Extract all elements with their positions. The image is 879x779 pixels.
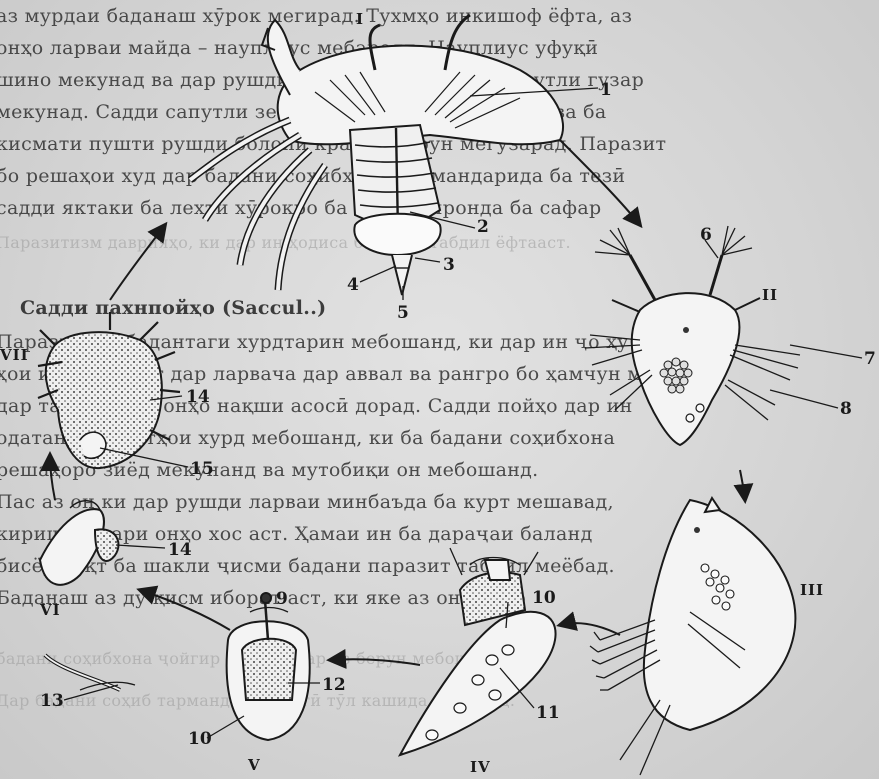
label-10-stage-v: 10 <box>188 729 212 749</box>
label-10-stage-iv: 10 <box>532 588 556 608</box>
label-12: 12 <box>322 675 346 695</box>
arrow-vii-to-i <box>110 225 165 300</box>
label-11: 11 <box>536 703 560 723</box>
label-1: 1 <box>600 80 612 100</box>
label-8: 8 <box>840 399 852 419</box>
stage-label-ii: II <box>762 286 778 304</box>
stage-label-iii: III <box>800 581 824 599</box>
stage-iii-cypris-figure <box>590 498 795 775</box>
label-7: 7 <box>864 349 876 369</box>
label-4: 4 <box>347 275 359 295</box>
arrow-vi-to-vii <box>50 455 55 500</box>
stage-iv-kentrogon-figure <box>400 548 556 755</box>
label-2: 2 <box>477 217 489 237</box>
arrow-ii-to-iii <box>740 470 745 500</box>
stage-label-vi: VI <box>39 601 61 619</box>
stage-label-vii: VII <box>0 346 29 364</box>
arrow-i-to-ii <box>560 140 640 225</box>
arrow-iii-to-iv <box>560 623 620 635</box>
stage-label-i: I <box>356 10 364 28</box>
label-5: 5 <box>397 303 409 323</box>
arrow-v-to-vi <box>140 590 230 630</box>
label-14-stage-vi: 14 <box>168 540 192 560</box>
stage-i-crab-figure <box>190 15 563 295</box>
label-6: 6 <box>700 225 712 245</box>
label-15: 15 <box>190 459 214 479</box>
stage-label-iv: IV <box>470 758 491 776</box>
arrow-iv-to-v <box>330 659 420 665</box>
label-9: 9 <box>276 589 288 609</box>
label-13: 13 <box>40 691 64 711</box>
stage-ii-nauplius-figure <box>585 226 800 445</box>
stage-vii-figure <box>38 312 180 468</box>
stage-label-v: V <box>247 756 261 774</box>
stage-vi-figure <box>40 501 135 690</box>
stage-v-pupa-figure <box>227 593 310 740</box>
label-3: 3 <box>443 255 455 275</box>
label-14-stage-vii: 14 <box>186 387 210 407</box>
